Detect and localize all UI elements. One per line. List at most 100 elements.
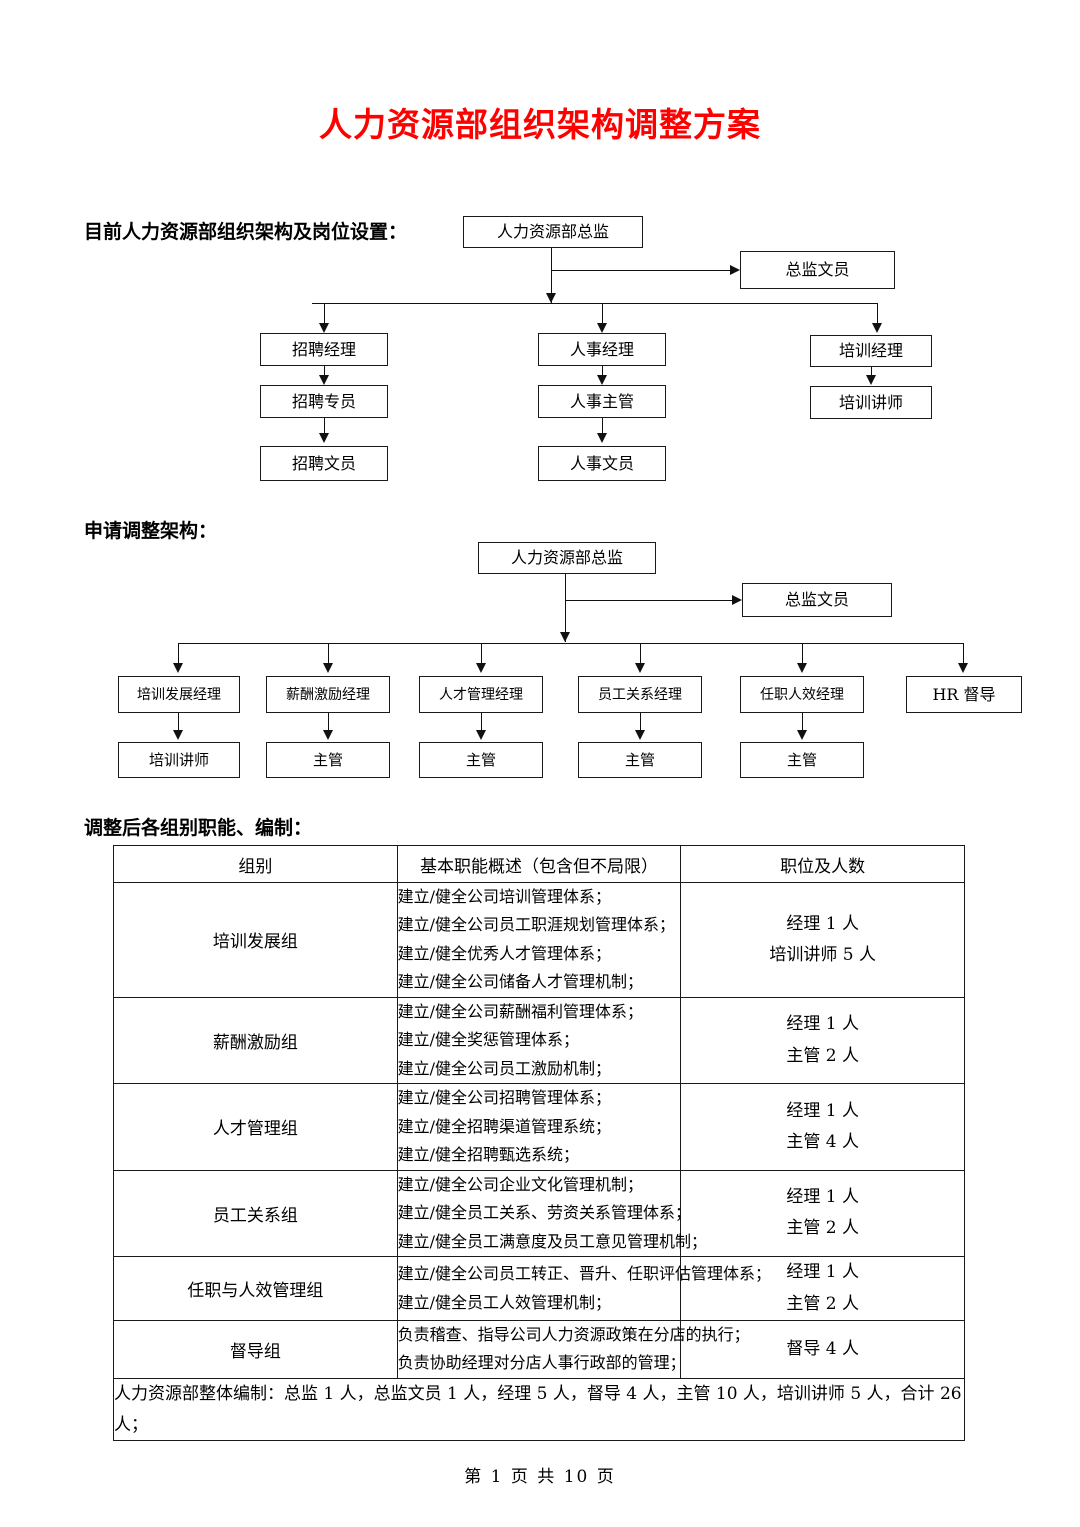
duty-line: 建立/健全优秀人才管理体系； [397,943,612,963]
node-proposed-sub-box-3: 主管 [419,742,543,778]
duty-line: 建立/健全奖惩管理体系； [397,1030,580,1050]
count-line: 培训讲师 5 人 [769,944,876,965]
arrowhead-proposed-drop-6 [957,663,968,673]
duty-line: 建立/健全公司员工职涯规划管理体系； [397,915,676,935]
count-line: 经理 1 人 [786,1262,859,1283]
table-header-duties: 基本职能概述（包含但不局限） [396,845,682,883]
node-current-level2-3: 培训讲师 [810,386,932,419]
duty-line: 负责稽查、指导公司人力资源政策在分店的执行； [397,1324,750,1344]
arrowhead-current-b2-b [596,433,607,443]
cell-duties: 负责稽查、指导公司人力资源政策在分店的执行； 负责协助经理对分店人事行政部的管理… [396,1319,750,1379]
arrowhead-current-b1-b [318,433,329,443]
connector-current-b3-a [871,367,872,377]
cell-group: 培训发展组 [113,882,398,998]
connector-proposed-assistant [565,600,733,601]
table-row: 薪酬激励组 建立/健全公司薪酬福利管理体系； 建立/健全奖惩管理体系； 建立/健… [113,996,965,1085]
cell-summary: 人力资源部整体编制：总监 1 人，总监文员 1 人，经理 5 人，督导 4 人，… [113,1377,965,1442]
node-proposed-sub-box-4: 主管 [578,742,702,778]
count-line: 经理 1 人 [786,913,859,934]
arrowhead-proposed-assistant [732,595,742,605]
arrowhead-proposed-sub-5 [796,730,807,740]
arrowhead-current-b1-a [318,375,329,385]
cell-counts: 经理 1 人 主管 2 人 [680,1256,965,1321]
arrowhead-proposed-sub-3 [475,730,486,740]
arrowhead-proposed-drop-3 [475,663,486,673]
cell-group: 任职与人效管理组 [113,1256,398,1321]
node-proposed-manager-5: 任职人效经理 [740,676,864,713]
connector-current-director-stem [551,248,552,303]
page-title: 人力资源部组织架构调整方案 [319,105,761,144]
connector-proposed-drop-1 [178,643,179,665]
node-proposed-manager-4: 员工关系经理 [578,676,702,713]
table-row: 督导组 负责稽查、指导公司人力资源政策在分店的执行； 负责协助经理对分店人事行政… [113,1319,965,1379]
table-row: 员工关系组 建立/健全公司企业文化管理机制； 建立/健全员工关系、劳资关系管理体… [113,1169,965,1258]
connector-proposed-drop-6 [963,643,964,665]
cell-counts: 经理 1 人 主管 2 人 [680,1169,965,1258]
node-current-assistant: 总监文员 [740,251,895,289]
arrowhead-current-b2-a [596,375,607,385]
node-current-level3-2: 人事文员 [538,446,666,481]
node-current-level2-2: 人事主管 [538,385,666,418]
node-proposed-manager-2: 薪酬激励经理 [266,676,390,713]
connector-proposed-sub-3 [481,713,482,732]
table-header-row: 组别 基本职能概述（包含但不局限） 职位及人数 [113,845,965,883]
connector-proposed-drop-3 [481,643,482,665]
section-label-proposed: 申请调整架构： [84,520,218,542]
arrowhead-current-drop-2 [596,323,607,333]
duty-line: 建立/健全员工满意度及员工意见管理机制； [397,1231,708,1251]
duty-line: 建立/健全员工关系、劳资关系管理体系； [397,1203,692,1223]
node-proposed-sub-box-2: 主管 [266,742,390,778]
connector-current-b1-b [324,418,325,435]
count-line: 主管 4 人 [786,1131,859,1152]
cell-duties: 建立/健全公司招聘管理体系； 建立/健全招聘渠道管理系统； 建立/健全招聘甄选系… [396,1083,682,1171]
node-current-director: 人力资源部总监 [463,216,643,248]
arrowhead-proposed-bus [559,632,570,642]
node-current-manager-2: 人事经理 [538,333,666,366]
section-label-current: 目前人力资源部组织架构及岗位设置： [84,221,408,243]
table-summary-row: 人力资源部整体编制：总监 1 人，总监文员 1 人，经理 5 人，督导 4 人，… [113,1377,965,1442]
node-proposed-assistant: 总监文员 [742,583,892,617]
connector-proposed-sub-2 [328,713,329,732]
arrowhead-proposed-drop-5 [796,663,807,673]
node-current-manager-3: 培训经理 [810,335,932,367]
node-proposed-director: 人力资源部总监 [478,542,656,574]
cell-group: 员工关系组 [113,1169,398,1258]
function-table: 组别 基本职能概述（包含但不局限） 职位及人数 培训发展组 建立/健全公司培训管… [113,845,965,1442]
cell-group: 督导组 [113,1319,398,1379]
count-line: 主管 2 人 [786,1218,859,1239]
node-current-manager-1: 招聘经理 [260,333,388,366]
connector-proposed-sub-5 [802,713,803,732]
connector-current-assistant [551,270,731,271]
duty-line: 建立/健全招聘甄选系统； [397,1145,580,1165]
count-line: 主管 2 人 [786,1293,859,1314]
arrowhead-current-drop-1 [318,323,329,333]
arrowhead-proposed-sub-2 [322,730,333,740]
duty-line: 建立/健全公司薪酬福利管理体系； [397,1001,644,1021]
table-header-counts: 职位及人数 [680,845,965,883]
arrowhead-current-drop-3 [871,323,882,333]
connector-current-bus [312,303,877,304]
table-row: 培训发展组 建立/健全公司培训管理体系； 建立/健全公司员工职涯规划管理体系； … [113,882,965,998]
connector-current-b1-a [324,366,325,377]
connector-proposed-bus [178,643,963,644]
node-proposed-sub-box-5: 主管 [740,742,864,778]
table-row: 人才管理组 建立/健全公司招聘管理体系； 建立/健全招聘渠道管理系统； 建立/健… [113,1083,965,1171]
node-current-level2-1: 招聘专员 [260,385,388,418]
duty-line: 建立/健全公司储备人才管理机制； [397,972,644,992]
count-line: 经理 1 人 [786,1100,859,1121]
cell-duties: 建立/健全公司企业文化管理机制； 建立/健全员工关系、劳资关系管理体系； 建立/… [396,1169,708,1258]
connector-proposed-drop-5 [802,643,803,665]
page-footer: 第 1 页 共 10 页 [464,1467,616,1487]
duty-line: 建立/健全招聘渠道管理系统； [397,1116,612,1136]
connector-proposed-drop-2 [328,643,329,665]
table-header-group: 组别 [113,845,398,883]
count-line: 经理 1 人 [786,1186,859,1207]
node-current-level3-1: 招聘文员 [260,446,388,481]
arrowhead-current-assistant [730,265,740,275]
duty-line: 建立/健全公司员工转正、晋升、任职评估管理体系； [397,1264,772,1284]
arrowhead-proposed-drop-2 [322,663,333,673]
arrowhead-proposed-drop-1 [172,663,183,673]
connector-current-b2-b [602,418,603,435]
cell-counts: 经理 1 人 培训讲师 5 人 [680,882,965,998]
